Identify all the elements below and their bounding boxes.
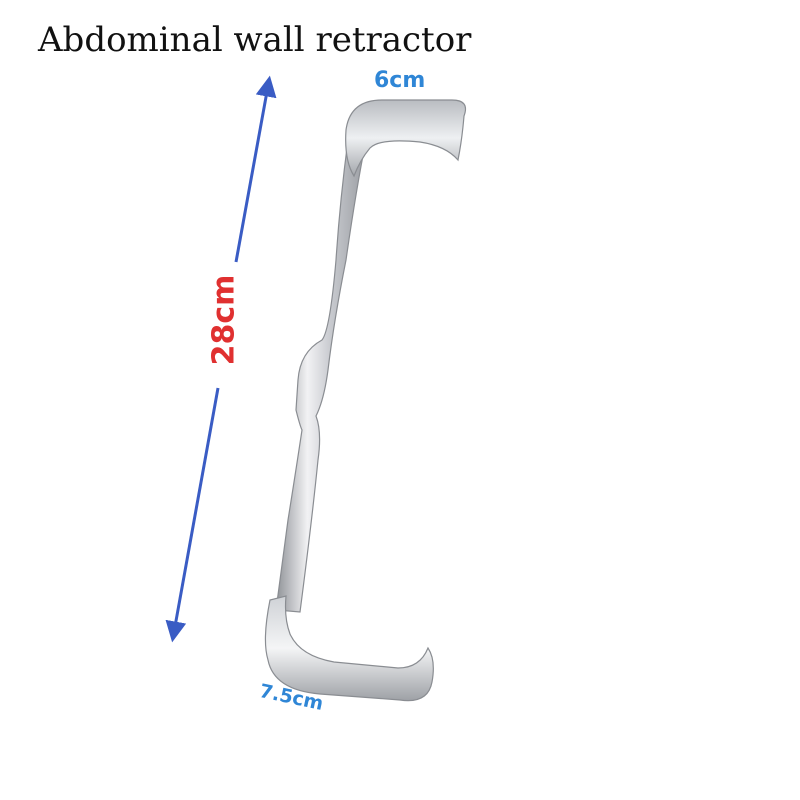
product-title: Abdominal wall retractor [38, 20, 472, 60]
length-label: 28cm [206, 274, 242, 366]
length-arrow-lower [165, 387, 220, 643]
top-width-label: 6cm [374, 68, 426, 93]
retractor-shape [264, 99, 467, 702]
length-arrow-upper [234, 75, 277, 263]
